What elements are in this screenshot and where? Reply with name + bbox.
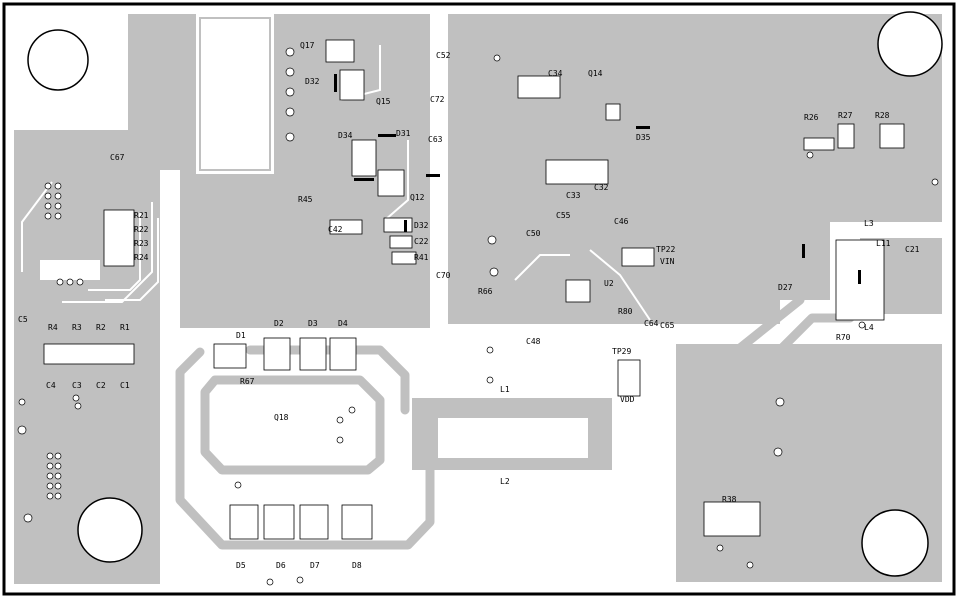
label-u2: U2: [604, 279, 614, 288]
trace-main-loop: [175, 347, 435, 550]
label-r26: R26: [804, 113, 819, 122]
label-d35: D35: [636, 133, 651, 142]
label-r28: R28: [875, 111, 890, 120]
label-r80: R80: [618, 307, 633, 316]
label-r3: R3: [72, 323, 82, 332]
label-d3: D3: [308, 319, 318, 328]
mount-hole-tr: [877, 11, 943, 77]
trace-left-bus1: [15, 175, 55, 275]
mount-hole-br: [861, 509, 929, 577]
label-d1: D1: [236, 331, 246, 340]
label-l11: L11: [876, 239, 891, 248]
label-c4: C4: [46, 381, 56, 390]
mount-hole-tl: [27, 29, 89, 91]
label-r23: R23: [134, 239, 149, 248]
label-d2: D2: [274, 319, 284, 328]
void-right-slot: [628, 420, 674, 456]
label-r45: R45: [298, 195, 313, 204]
label-c55: C55: [556, 211, 571, 220]
label-r70: R70: [836, 333, 851, 342]
label-r38: R38: [722, 495, 737, 504]
label-q14: Q14: [588, 69, 603, 78]
label-c21: C21: [905, 245, 920, 254]
label-c42: C42: [328, 225, 343, 234]
trace-right-diag2: [735, 295, 805, 353]
thin-traces: [21, 45, 651, 321]
label-r21: R21: [134, 211, 149, 220]
label-c65: C65: [660, 321, 675, 330]
label-q12: Q12: [410, 193, 425, 202]
pads: [43, 39, 905, 540]
label-q15: Q15: [376, 97, 391, 106]
label-c2: C2: [96, 381, 106, 390]
label-c46: C46: [614, 217, 629, 226]
label-c5: C5: [18, 315, 28, 324]
label-d32: D32: [305, 77, 320, 86]
label-d31: D31: [396, 129, 411, 138]
label-d6: D6: [276, 561, 286, 570]
label-c48: C48: [526, 337, 541, 346]
label-r2: R2: [96, 323, 106, 332]
label-d7: D7: [310, 561, 320, 570]
label-vdd: VDD: [620, 395, 635, 404]
label-c1: C1: [120, 381, 130, 390]
trace-inner-loop: [200, 375, 385, 475]
voids: [40, 14, 674, 458]
label-r1: R1: [120, 323, 130, 332]
label-d27: D27: [778, 283, 793, 292]
label-c72: C72: [430, 95, 445, 104]
label-c67: C67: [110, 153, 125, 162]
label-c63: C63: [428, 135, 443, 144]
label-r4: R4: [48, 323, 58, 332]
label-c22: C22: [414, 237, 429, 246]
label-r66: R66: [478, 287, 493, 296]
label-tp29: TP29: [612, 347, 631, 356]
mounting-holes: [27, 11, 943, 577]
void-heatsink: [196, 14, 274, 174]
label-l4: L4: [864, 323, 874, 332]
label-r22: R22: [134, 225, 149, 234]
label-l2: L2: [500, 477, 510, 486]
label-l3: L3: [864, 219, 874, 228]
silkscreen-labels: Q17 D32 Q15 D34 D31 R45 Q12 C42 D32 C22 …: [18, 41, 920, 570]
label-d32b: D32: [414, 221, 429, 230]
label-d5: D5: [236, 561, 246, 570]
component-marks: [334, 74, 861, 284]
label-c52: C52: [436, 51, 451, 60]
mount-hole-bl: [77, 497, 143, 563]
label-c32: C32: [594, 183, 609, 192]
label-d4: D4: [338, 319, 348, 328]
label-c70: C70: [436, 271, 451, 280]
label-q18: Q18: [274, 413, 289, 422]
label-r67: R67: [240, 377, 255, 386]
label-d8: D8: [352, 561, 362, 570]
label-r41: R41: [414, 253, 429, 262]
label-c64: C64: [644, 319, 659, 328]
label-c50: C50: [526, 229, 541, 238]
void-left-vert: [40, 260, 100, 280]
label-c34: C34: [548, 69, 563, 78]
trace-left-bus3: [25, 200, 65, 240]
label-c33: C33: [566, 191, 581, 200]
vias: [17, 47, 939, 586]
label-l1: L1: [500, 385, 510, 394]
label-vin: VIN: [660, 257, 675, 266]
heatsink-outline: [199, 17, 271, 171]
label-c3: C3: [72, 381, 82, 390]
traces: [15, 175, 855, 550]
label-q17: Q17: [300, 41, 315, 50]
label-tp22: TP22: [656, 245, 675, 254]
void-center-slot: [438, 418, 588, 458]
pour-top-right: [448, 14, 942, 324]
label-r24: R24: [134, 253, 149, 262]
label-d34: D34: [338, 131, 353, 140]
label-r27: R27: [838, 111, 853, 120]
